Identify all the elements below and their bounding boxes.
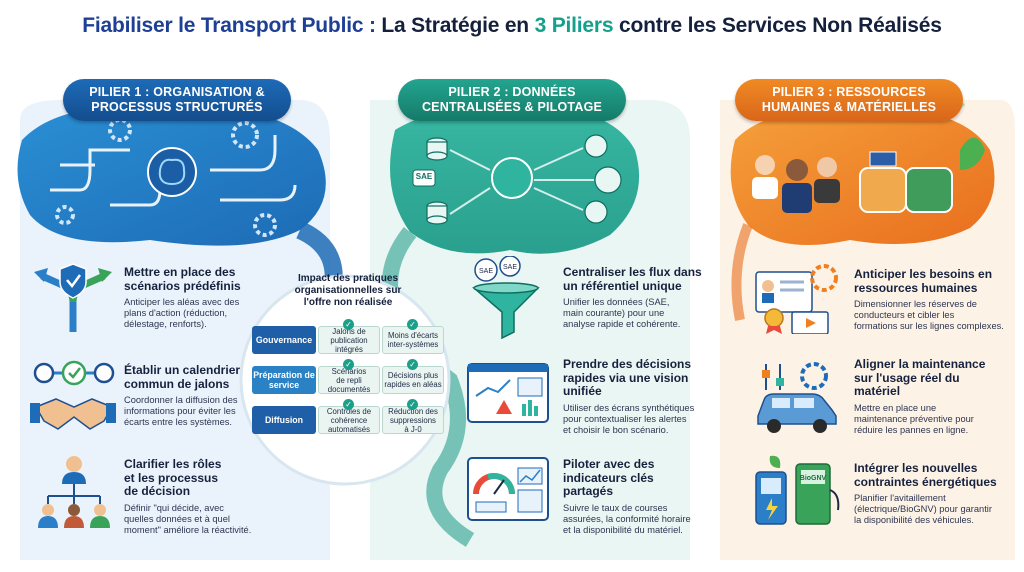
title-part-2: La Stratégie en — [375, 14, 535, 37]
page-title: Fiabiliser le Transport Public : La Stra… — [0, 14, 1024, 38]
center-row-label-2: Préparation de service — [252, 366, 316, 394]
sae-bubble-label: SAE — [503, 264, 517, 271]
title-part-3: 3 Piliers — [534, 14, 614, 37]
check-icon: ✓ — [343, 359, 354, 370]
pillar2-item-1-text: Unifier les données (SAE,main courante) … — [563, 297, 681, 329]
check-icon: ✓ — [407, 399, 418, 410]
check-icon: ✓ — [407, 359, 418, 370]
hr-training-icon — [755, 264, 838, 334]
org-chart-icon — [38, 456, 110, 528]
title-part-1: Fiabiliser le Transport Public : — [82, 14, 376, 37]
kpi-gauge-icon — [467, 457, 549, 521]
data-funnel-icon: SAE SAE — [471, 256, 540, 340]
pillar2-header: PILIER 2 : DONNÉES CENTRALISÉES & PILOTA… — [398, 79, 626, 121]
gnv-station-label: BioGNV — [800, 475, 827, 482]
pillar1-header-line1: PILIER 1 : ORGANISATION & — [89, 85, 265, 99]
pillar2-header-line1: PILIER 2 : DONNÉES — [448, 85, 576, 99]
pillar2-header-line2: CENTRALISÉES & PILOTAGE — [421, 100, 603, 114]
center-row-label-3: Diffusion — [252, 406, 316, 434]
sae-bubble-label: SAE — [479, 268, 493, 275]
check-icon: ✓ — [343, 319, 354, 330]
pillar1-header: PILIER 1 : ORGANISATION & PROCESSUS STRU… — [63, 79, 291, 121]
charging-station-icon: BioGNV — [755, 455, 840, 525]
pillar3-header: PILIER 3 : RESSOURCES HUMAINES & MATÉRIE… — [735, 79, 963, 121]
dashboard-screen-icon — [467, 363, 549, 423]
pillar3-header-line1: PILIER 3 : RESSOURCES — [772, 85, 926, 99]
sae-database-label: SAE — [415, 172, 433, 181]
title-part-4: contre les Services Non Réalisés — [613, 14, 942, 37]
pillar1-header-line2: PROCESSUS STRUCTURÉS — [91, 100, 263, 114]
vehicle-maintenance-icon — [757, 362, 837, 433]
pillar3-item-3-text: Planifier l'avitaillement(électrique/Bio… — [854, 493, 992, 525]
timeline-handshake-icon — [30, 360, 116, 430]
check-icon: ✓ — [343, 399, 354, 410]
decision-arrows-shield-icon — [34, 263, 112, 332]
check-icon: ✓ — [407, 319, 418, 330]
pillar3-header-line2: HUMAINES & MATÉRIELLES — [761, 100, 937, 114]
center-row-label-1: Gouvernance — [252, 326, 316, 354]
